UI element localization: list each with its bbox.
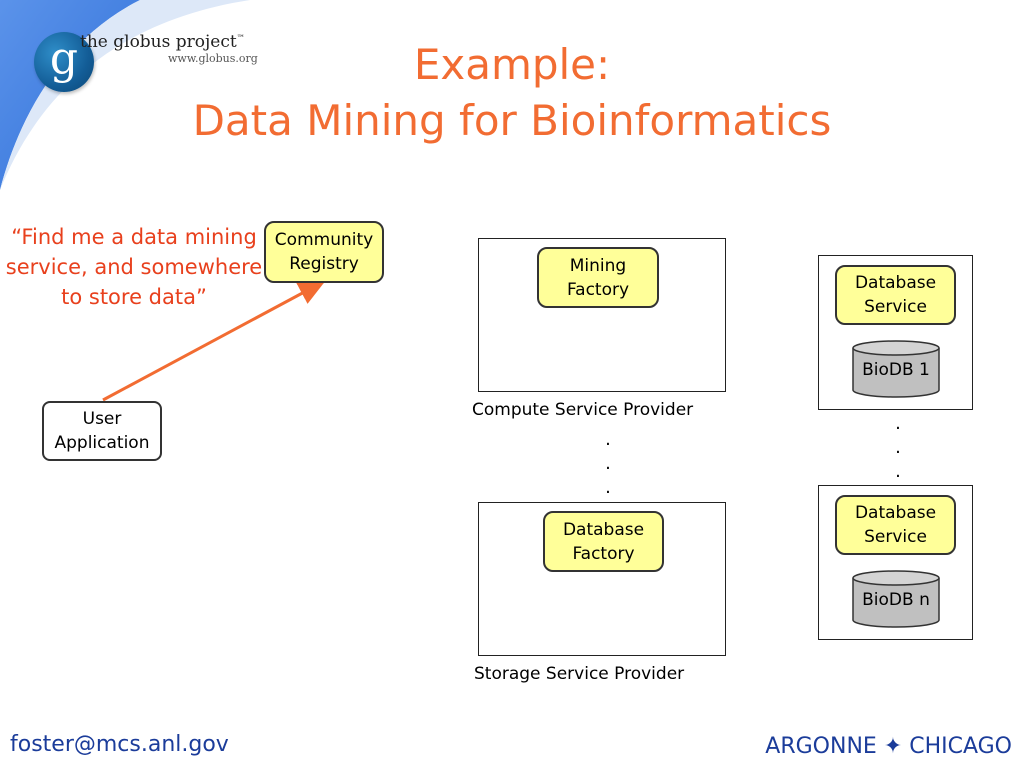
globus-logo-url: www.globus.org xyxy=(168,52,258,65)
database-service-1-node: Database Service xyxy=(835,265,956,325)
ellipsis-dot: . xyxy=(895,437,901,458)
ellipsis-dot: . xyxy=(895,461,901,482)
user-application-node: User Application xyxy=(42,401,162,461)
biodb-n-cylinder: BioDB n xyxy=(852,570,940,630)
compute-provider-frame xyxy=(478,238,726,392)
database-cylinder-icon xyxy=(852,570,940,628)
globus-logo-mark: g xyxy=(34,32,94,92)
user-request-quote: “Find me a data mining service, and some… xyxy=(5,225,263,309)
ellipsis-dot: . xyxy=(605,453,611,474)
database-service-n-node: Database Service xyxy=(835,495,956,555)
footer-email: foster@mcs.anl.gov xyxy=(10,732,229,757)
trademark-mark: ™ xyxy=(236,33,245,43)
mining-factory-node: Mining Factory xyxy=(537,247,659,308)
community-registry-node: Community Registry xyxy=(264,221,384,283)
database-factory-node: Database Factory xyxy=(543,511,664,572)
ellipsis-dot: . xyxy=(895,413,901,434)
database-host-ellipsis: . . . xyxy=(888,412,908,484)
biodb-1-label: BioDB 1 xyxy=(862,360,930,380)
globus-logo-name: the globus project™ xyxy=(80,32,245,52)
biodb-n-label: BioDB n xyxy=(862,590,930,610)
biodb-1-cylinder: BioDB 1 xyxy=(852,340,940,400)
logo-name-text: the globus project xyxy=(80,32,237,52)
storage-provider-caption: Storage Service Provider xyxy=(474,664,685,684)
slide-title-line-2: Data Mining for Bioinformatics xyxy=(192,96,832,145)
ellipsis-dot: . xyxy=(605,429,611,450)
ellipsis-dot: . xyxy=(605,477,611,498)
slide-title-line-1: Example: xyxy=(413,40,611,89)
footer-organization: ARGONNE ✦ CHICAGO xyxy=(765,734,1012,759)
database-cylinder-icon xyxy=(852,340,940,398)
compute-provider-caption: Compute Service Provider xyxy=(472,400,694,420)
provider-ellipsis: . . . xyxy=(598,428,618,500)
